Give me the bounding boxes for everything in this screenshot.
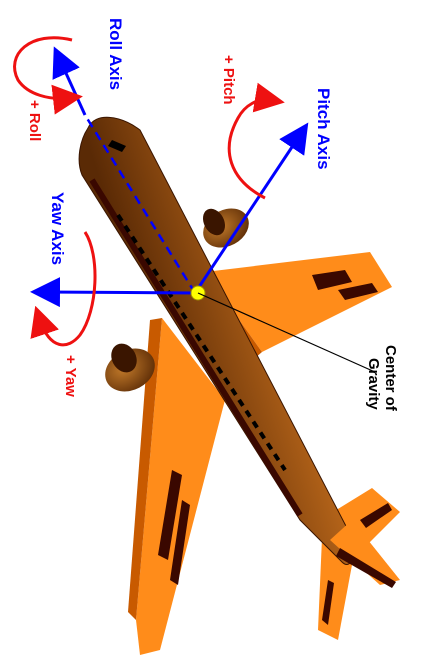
roll-axis-label: Roll Axis [106, 18, 125, 90]
yaw-rotation-arrow [30, 231, 97, 347]
yaw-axis-label: Yaw Axis [48, 192, 67, 265]
cockpit-windows [108, 140, 126, 152]
left-engine [105, 343, 155, 392]
pitch-axis-label: Pitch Axis [314, 88, 333, 170]
left-wing [128, 318, 225, 655]
plus-yaw-label: + Yaw [62, 355, 79, 397]
roll-axis-arrow [52, 46, 87, 116]
cg-label-line1: Center of [382, 345, 399, 412]
fuselage [78, 116, 354, 565]
roll-rotation-arrow [13, 36, 83, 115]
pitch-axis-arrow [193, 122, 309, 294]
roll-axis-dashed [83, 114, 197, 294]
yaw-axis-arrow [30, 277, 196, 308]
plus-pitch-label: + Pitch [220, 55, 237, 105]
right-engine [202, 208, 249, 248]
plus-roll-label: + Roll [26, 100, 43, 141]
cg-label-line2: Gravity [365, 358, 382, 410]
tail-fin [330, 520, 400, 588]
pitch-rotation-arrow [227, 82, 285, 200]
cg-leader-line [197, 292, 376, 373]
